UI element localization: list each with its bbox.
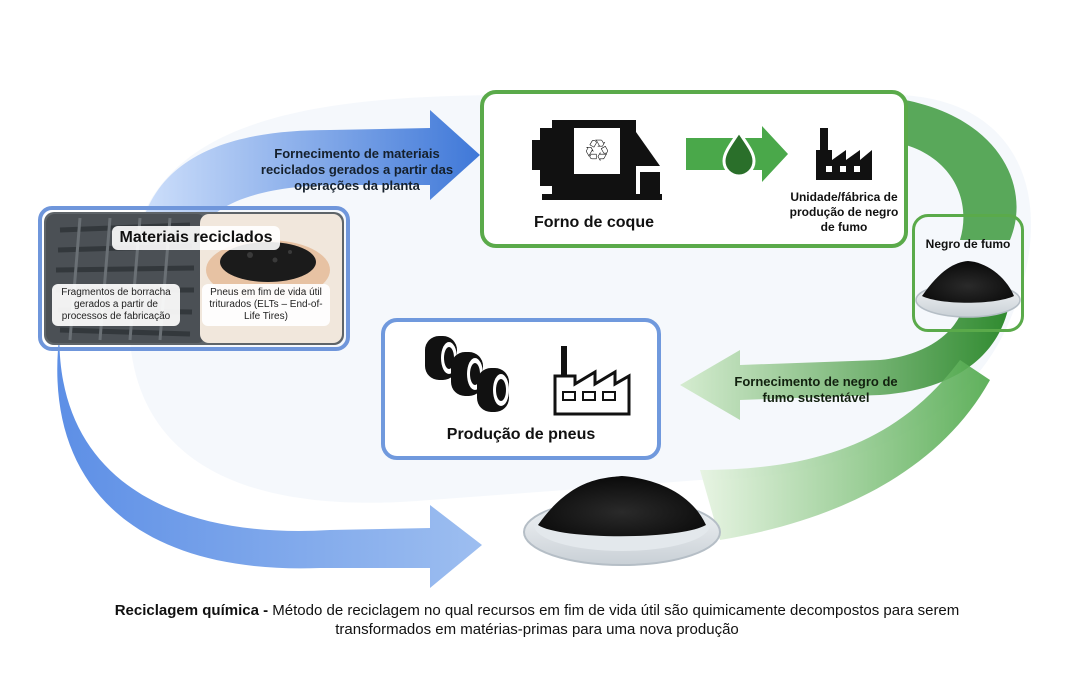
recycle-furnace-icon: ♲ (532, 120, 662, 200)
arrow-tire-supply (57, 320, 482, 588)
caption-bold: Reciclagem química - (114, 602, 269, 619)
carbon-black-dish-small (915, 261, 1021, 318)
rubber-fragments-label: Fragmentos de borracha gerados a partir … (52, 284, 180, 326)
coke-oven-box: ♲ Forno de coque Unidade/fábrica de prod… (480, 90, 908, 248)
carbon-black-label: Negro de fumo (925, 237, 1011, 251)
recycled-materials-box (38, 206, 350, 351)
arrow-text-carbon-black-supply: Fornecimento de negro de fumo sustentáve… (734, 374, 898, 405)
arrow-recycled-supply (140, 110, 480, 232)
carbon-black-plant-label: Unidade/fábrica de produção de negro de … (789, 190, 899, 234)
tire-production-label: Produção de pneus (446, 426, 596, 443)
tire-production-box: Produção de pneus (381, 318, 661, 460)
svg-text:♲: ♲ (584, 134, 611, 169)
arrow-text-recycled-supply: Fornecimento de materiais reciclados ger… (260, 146, 454, 193)
caption: Reciclagem química - Método de reciclage… (100, 601, 974, 639)
arrow-green-bottom (700, 360, 990, 540)
factory-icon (816, 128, 872, 180)
carbon-black-box: Negro de fumo (912, 214, 1024, 332)
tires-icon (425, 336, 509, 412)
carbon-black-dish-large (523, 476, 721, 566)
coke-oven-label: Forno de coque (534, 214, 654, 231)
oil-drop-arrow-icon (686, 126, 788, 182)
shredded-elt-label: Pneus em fim de vida útil triturados (EL… (202, 284, 330, 326)
recycled-materials-title: Materiais reciclados (112, 226, 280, 250)
tire-factory-icon (553, 346, 631, 416)
caption-text: Método de reciclagem no qual recursos em… (268, 602, 960, 638)
arrow-carbon-black-supply (680, 300, 1010, 420)
